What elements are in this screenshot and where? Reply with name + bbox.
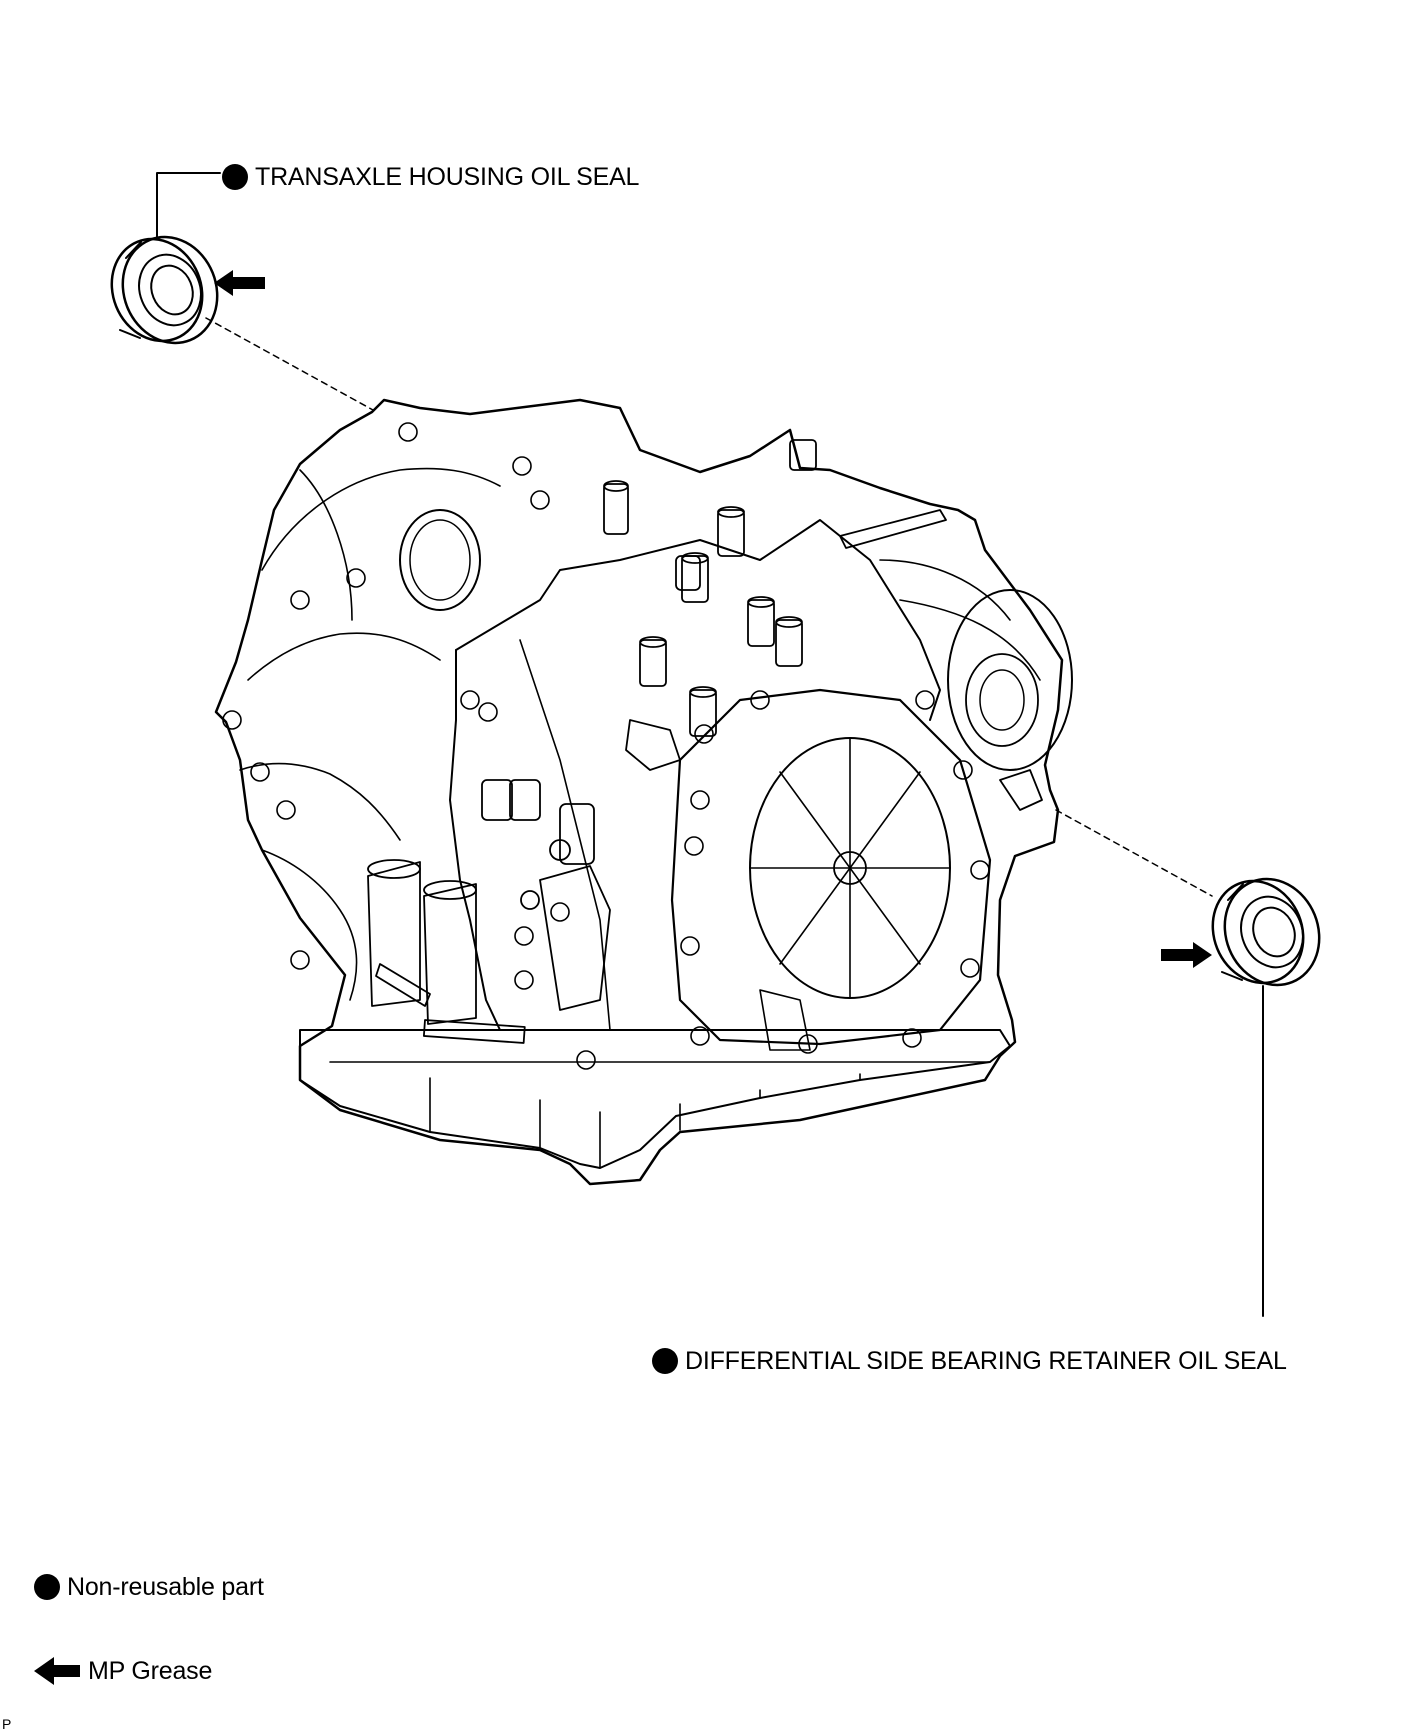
top-seal-install-line (205, 317, 374, 411)
legend-non-reusable: Non-reusable part (34, 1572, 264, 1602)
top-seal-grease-arrow (214, 270, 265, 296)
figure-code: P (2, 1716, 12, 1732)
filled-circle-icon (34, 1574, 60, 1600)
legend-mp-grease-text: MP Grease (88, 1657, 213, 1685)
differential-side-bearing-retainer-oil-seal-label: DIFFERENTIAL SIDE BEARING RETAINER OIL S… (652, 1346, 1287, 1376)
transaxle-housing-oil-seal (110, 235, 219, 345)
transaxle-housing-oil-seal-label: TRANSAXLE HOUSING OIL SEAL (222, 162, 639, 192)
non-reusable-icon (222, 164, 248, 190)
legend-mp-grease: MP Grease (34, 1656, 212, 1686)
bottom-seal-grease-arrow (1161, 942, 1212, 968)
arrow-left-icon (34, 1657, 80, 1685)
top-seal-leader (156, 172, 221, 239)
legend-non-reusable-text: Non-reusable part (67, 1573, 264, 1601)
transaxle-assembly (214, 398, 1073, 1186)
transaxle-housing-oil-seal-text: TRANSAXLE HOUSING OIL SEAL (255, 163, 640, 191)
non-reusable-icon (652, 1348, 678, 1374)
differential-side-bearing-retainer-oil-seal-text: DIFFERENTIAL SIDE BEARING RETAINER OIL S… (685, 1347, 1287, 1375)
differential-side-bearing-retainer-oil-seal (1211, 877, 1321, 987)
bottom-seal-install-line (1055, 809, 1213, 897)
